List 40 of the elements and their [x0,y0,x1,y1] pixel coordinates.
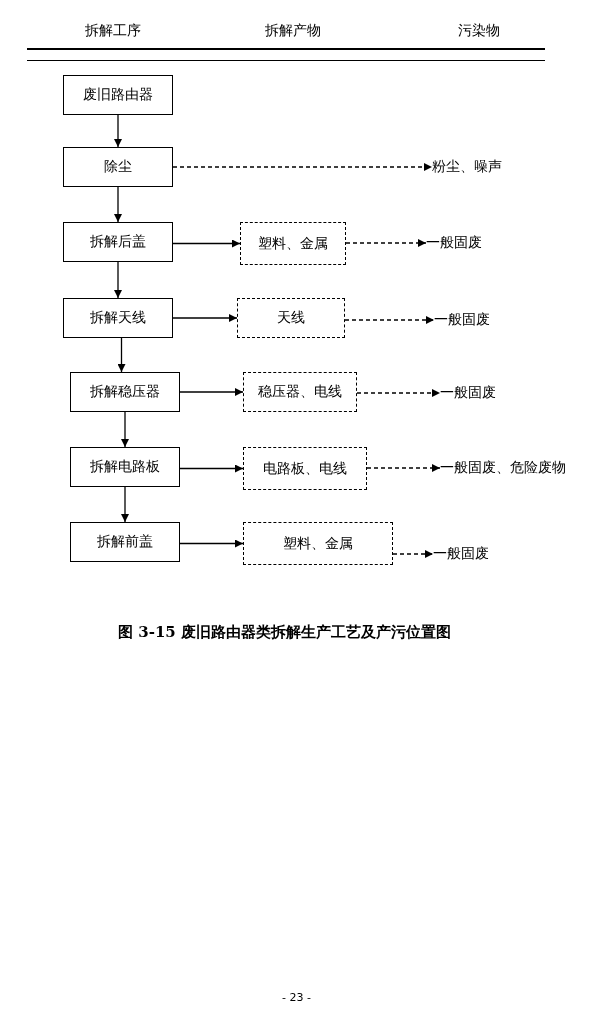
output-text: 一般固废 [433,541,523,567]
product-box: 稳压器、电线 [243,372,357,412]
product-box: 电路板、电线 [243,447,367,490]
process-box: 废旧路由器 [63,75,173,115]
output-text: 一般固废、危险废物 [440,455,598,481]
dashed-arrow [345,239,427,247]
arrow [179,388,244,396]
column-header: 拆解产物 [265,21,321,40]
arrow [179,464,244,473]
caption: 图 3-15 废旧路由器类拆解生产工艺及产污位置图 [118,622,451,643]
process-box: 拆解后盖 [63,222,173,262]
page-number: - 23 - [282,990,311,1006]
output-text: 一般固废 [426,230,516,256]
process-box: 拆解稳压器 [70,372,180,412]
dashed-arrow [172,163,433,171]
arrow [179,539,244,548]
process-box: 除尘 [63,147,173,187]
column-header: 污染物 [458,21,500,40]
arrow [121,411,129,448]
dashed-arrow [356,389,441,397]
arrow [114,114,122,148]
dashed-arrow [366,464,441,472]
product-box: 天线 [237,298,345,338]
output-text: 一般固废 [440,380,530,406]
arrow [117,337,126,373]
arrow [121,486,129,523]
arrow [114,186,122,223]
arrow [114,261,122,299]
process-box: 拆解前盖 [70,522,180,562]
product-box: 塑料、金属 [240,222,346,265]
column-header: 拆解工序 [85,21,141,40]
dashed-arrow [392,550,434,558]
output-text: 一般固废 [434,307,524,333]
product-box: 塑料、金属 [243,522,393,565]
output-text: 粉尘、噪声 [432,154,542,180]
arrow [172,314,238,322]
dashed-arrow [344,316,435,324]
process-box: 拆解电路板 [70,447,180,487]
arrow [172,239,241,248]
process-box: 拆解天线 [63,298,173,338]
